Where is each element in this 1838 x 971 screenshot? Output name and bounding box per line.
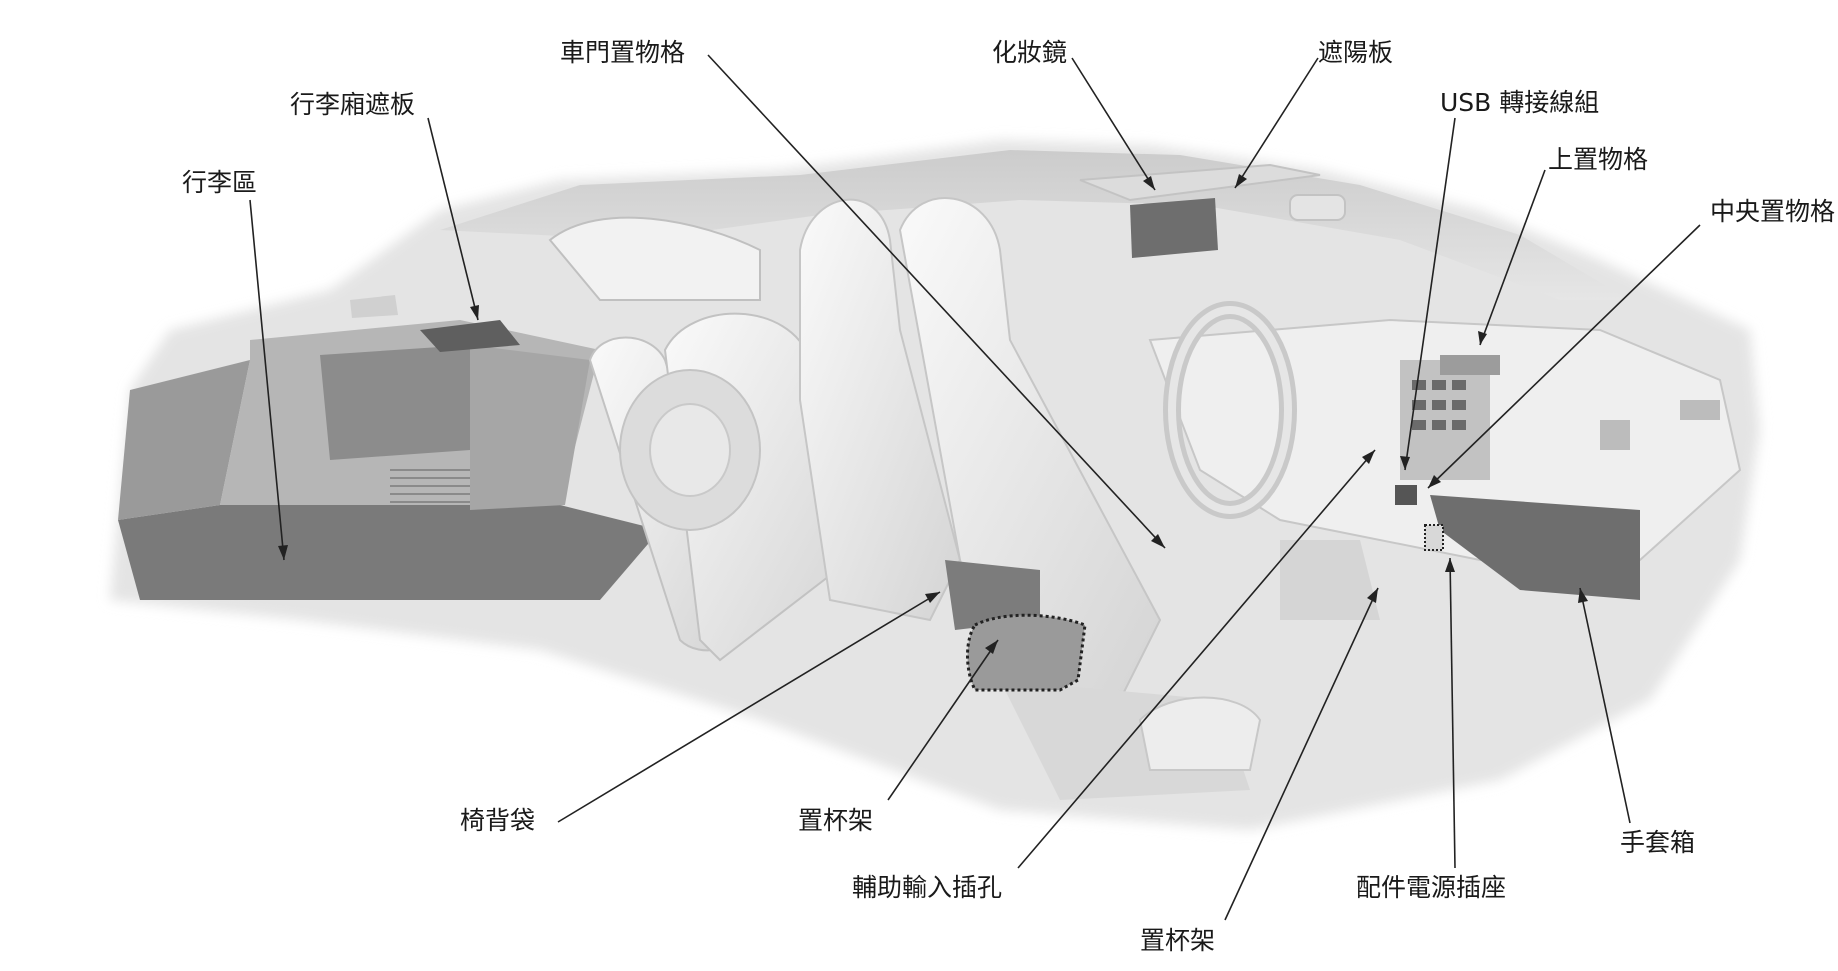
label-cargo-area: 行李區 [182,168,258,197]
label-door-pocket: 車門置物格 [560,38,686,67]
label-cup-holder-rear: 置杯架 [798,806,874,835]
callout-lines [249,54,1701,921]
label-center-compartment: 中央置物格 [1710,197,1836,226]
label-sun-visor: 遮陽板 [1318,38,1394,67]
front-seats [799,196,1262,800]
cargo-area-shape [118,295,660,600]
label-seatback-pocket: 椅背袋 [460,806,536,835]
label-upper-compartment: 上置物格 [1548,145,1649,174]
cup-holder-outline [966,613,1087,692]
label-aux-input: 輔助輸入插孔 [852,873,1003,902]
label-cup-holder-front: 置杯架 [1140,926,1216,955]
sun-visor-shape [1079,163,1346,258]
label-accessory-power: 配件電源插座 [1356,873,1507,902]
label-usb-adapter: USB 轉接線組 [1440,88,1600,117]
label-cargo-cover: 行李廂遮板 [290,90,416,119]
label-vanity-mirror: 化妝鏡 [992,38,1068,67]
callout-arrowheads [278,174,1588,654]
dashboard [1148,301,1742,620]
label-glove-box: 手套箱 [1620,828,1696,857]
